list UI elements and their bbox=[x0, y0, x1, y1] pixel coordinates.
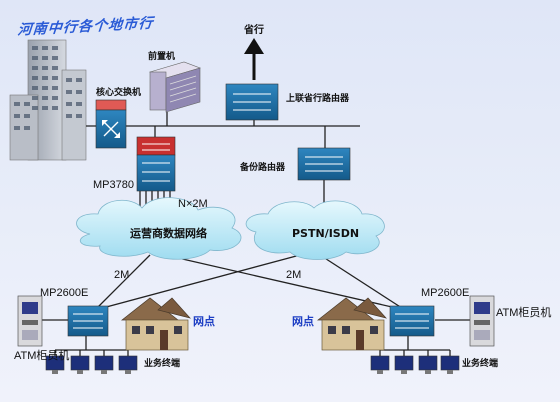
nx2m-label: N×2M bbox=[178, 198, 208, 210]
terminal-right-icon bbox=[370, 355, 460, 374]
up-arrow-icon bbox=[244, 38, 264, 80]
core-switch-icon bbox=[95, 99, 127, 149]
link-2m-left-label: 2M bbox=[114, 269, 130, 281]
mp2600e-right-label: MP2600E bbox=[421, 287, 470, 299]
backup-router-label: 备份路由器 bbox=[240, 163, 286, 173]
carrier-network-label: 运营商数据网络 bbox=[130, 227, 207, 240]
carrier-network-cloud bbox=[76, 197, 242, 260]
pstn-isdn-cloud bbox=[245, 200, 385, 260]
frontend-server-label: 前置机 bbox=[148, 52, 176, 62]
mp3780-label: MP3780 bbox=[93, 179, 134, 191]
core-switch-label: 核心交换机 bbox=[96, 88, 142, 98]
atm-right-icon bbox=[469, 295, 495, 347]
uplink-router-label: 上联省行路由器 bbox=[286, 94, 350, 104]
link-2m-right-label: 2M bbox=[286, 269, 302, 281]
mp3780-router-icon bbox=[136, 136, 176, 192]
branch-house-left-icon bbox=[120, 297, 192, 351]
mp2600e-left-label: MP2600E bbox=[40, 287, 89, 299]
uplink-router-icon bbox=[225, 83, 279, 121]
pstn-isdn-label: PSTN/ISDN bbox=[292, 227, 360, 240]
terminal-left-label: 业务终端 bbox=[144, 359, 181, 369]
provincial-bank-label: 省行 bbox=[244, 25, 264, 36]
connection-lines bbox=[40, 112, 470, 356]
terminal-left-icon bbox=[45, 355, 138, 374]
atm-right-label: ATM柜员机 bbox=[496, 307, 552, 319]
atm-left-label: ATM柜员机 bbox=[14, 350, 70, 362]
branch-right-label: 网点 bbox=[292, 315, 314, 328]
office-buildings-icon bbox=[9, 39, 87, 161]
server-icon bbox=[149, 61, 201, 113]
mp2600e-left-router-icon bbox=[67, 305, 109, 337]
atm-left-icon bbox=[17, 295, 43, 347]
mp2600e-right-router-icon bbox=[389, 305, 435, 337]
branch-house-right-icon bbox=[316, 297, 388, 351]
backup-router-icon bbox=[297, 147, 351, 181]
branch-left-label: 网点 bbox=[193, 315, 215, 328]
terminal-right-label: 业务终端 bbox=[462, 359, 499, 369]
